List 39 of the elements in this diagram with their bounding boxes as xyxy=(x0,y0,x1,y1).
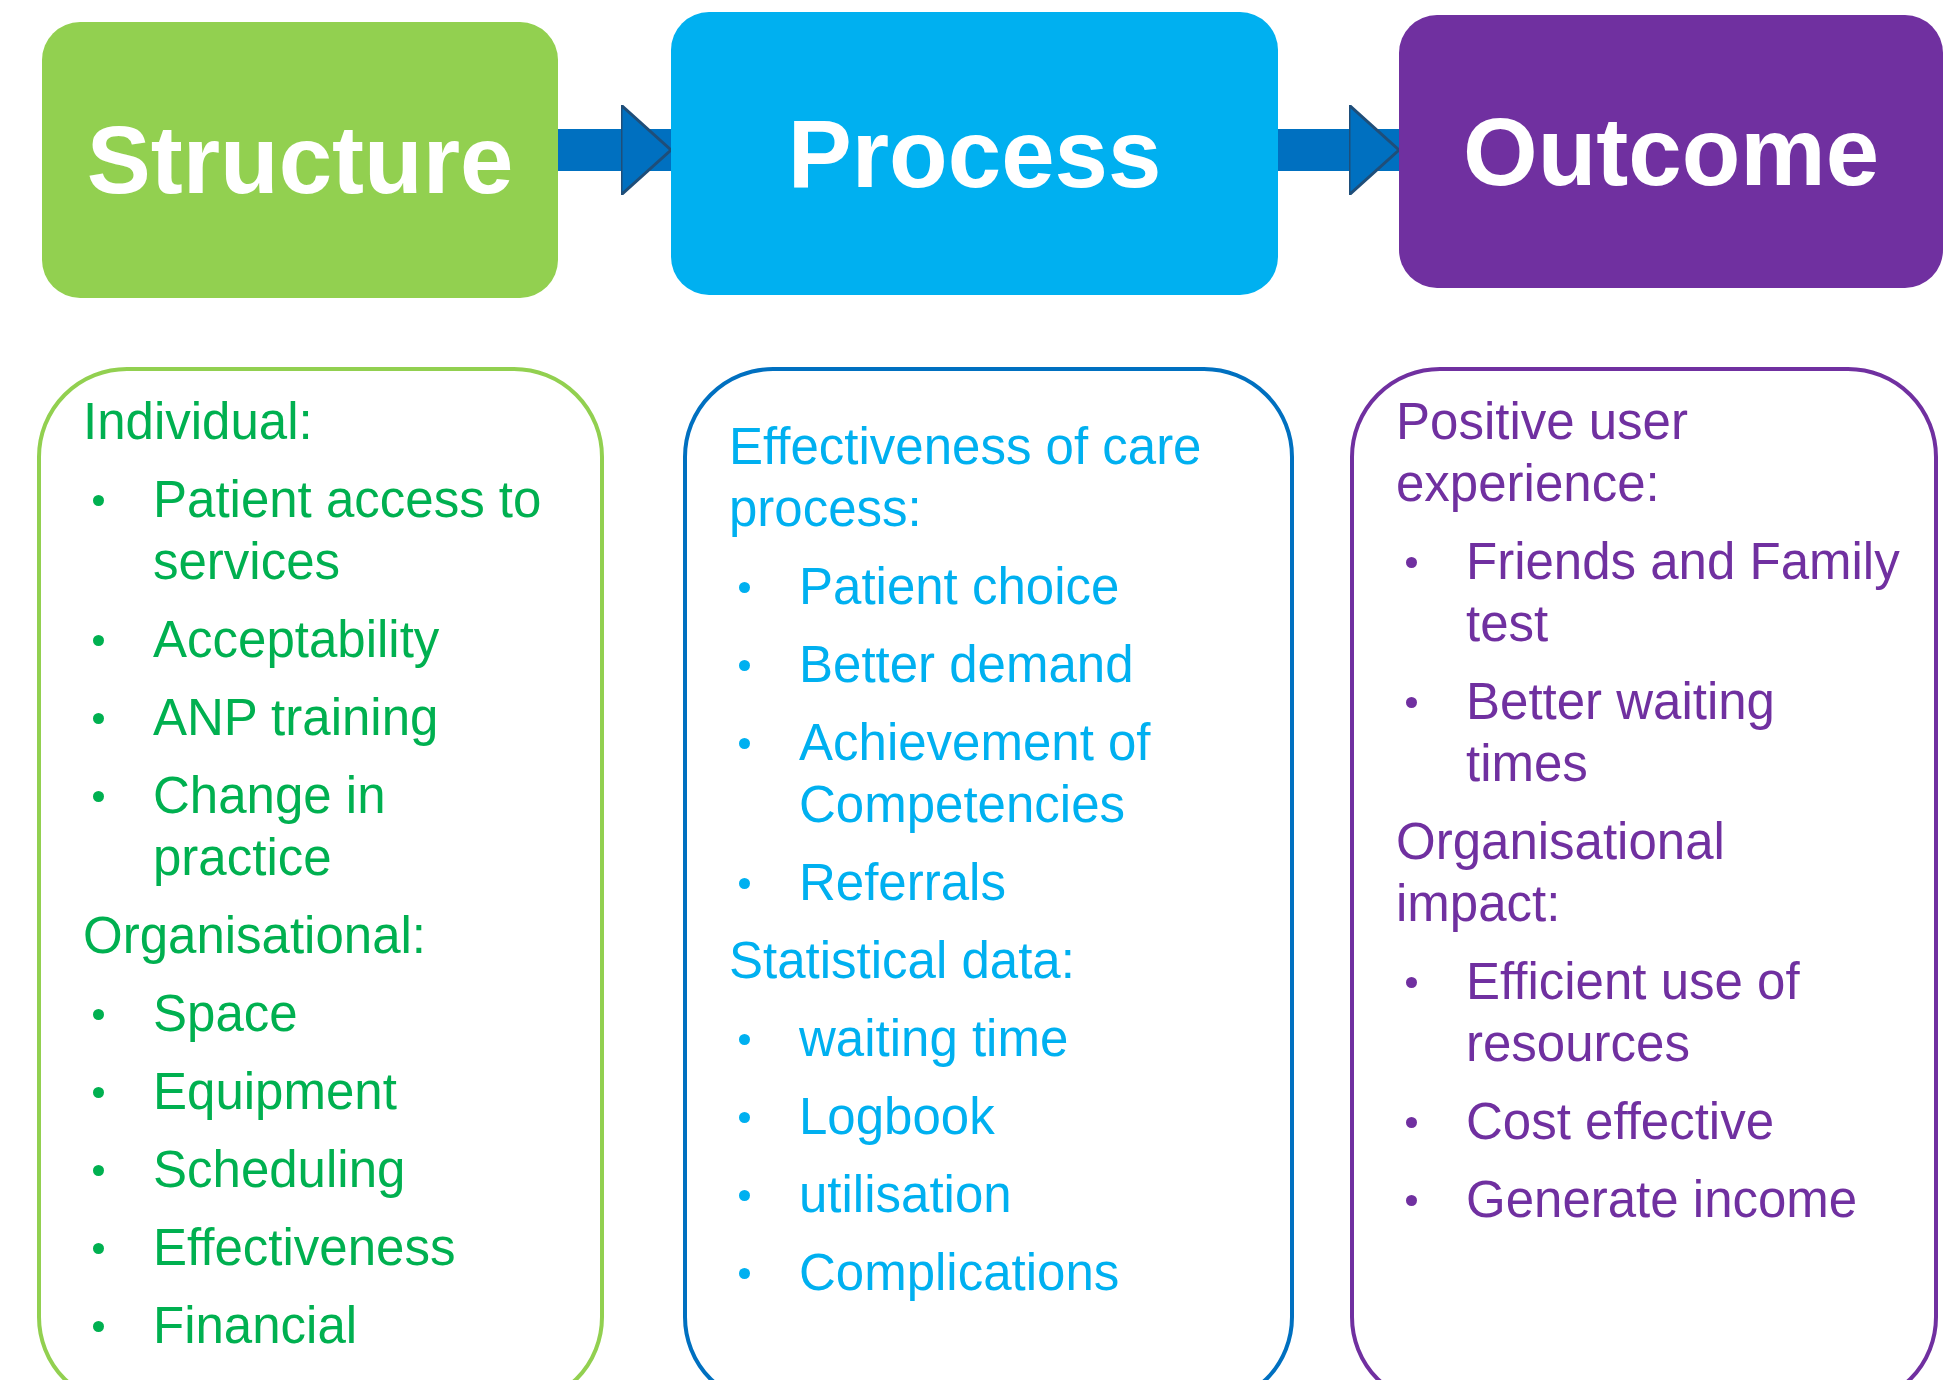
list-item: Logbook xyxy=(799,1087,996,1147)
list-item: Efficient use of resources xyxy=(1466,952,1801,1074)
criteria-panel xyxy=(1350,367,1938,1380)
list-item: Space xyxy=(153,984,299,1044)
list-item: ANP training xyxy=(153,688,440,748)
stage-box xyxy=(1399,15,1943,288)
list-item: Friends and Family test xyxy=(1466,532,1901,654)
arrow xyxy=(558,103,673,197)
stage-box xyxy=(42,22,558,298)
list-item: Acceptability xyxy=(153,610,441,670)
criteria-panel xyxy=(37,367,604,1380)
list-item: utilisation xyxy=(799,1165,1013,1225)
list-item: Referrals xyxy=(799,853,1007,913)
list-item: Better demand xyxy=(799,635,1135,695)
list-item: Scheduling xyxy=(153,1140,407,1200)
stage-title: Structure xyxy=(86,105,514,215)
list-item: Patient access to services xyxy=(153,470,543,592)
section-heading: Effectiveness of care process: xyxy=(729,417,1203,539)
stage-title: Process xyxy=(787,98,1162,209)
arrow xyxy=(1278,103,1401,197)
section-heading: Organisational: xyxy=(83,906,428,966)
list-item: Complications xyxy=(799,1243,1121,1303)
section-heading: Individual: xyxy=(83,392,314,452)
list-item: Financial xyxy=(153,1296,359,1356)
stage-box xyxy=(671,12,1278,295)
list-item: Change in practice xyxy=(153,766,387,888)
section-heading: Positive user experience: xyxy=(1396,392,1689,514)
list-item: Equipment xyxy=(153,1062,398,1122)
list-item: Patient choice xyxy=(799,557,1121,617)
section-heading: Statistical data: xyxy=(729,931,1076,991)
list-item: Effectiveness xyxy=(153,1218,457,1278)
list-item: Cost effective xyxy=(1466,1092,1776,1152)
section-heading: Organisational impact: xyxy=(1396,812,1726,934)
criteria-panel xyxy=(683,367,1294,1380)
list-item: Generate income xyxy=(1466,1170,1859,1230)
list-item: Achievement of Competencies xyxy=(799,713,1152,835)
stage-title: Outcome xyxy=(1462,96,1880,207)
list-item: Better waiting times xyxy=(1466,672,1776,794)
list-item: waiting time xyxy=(799,1009,1070,1069)
